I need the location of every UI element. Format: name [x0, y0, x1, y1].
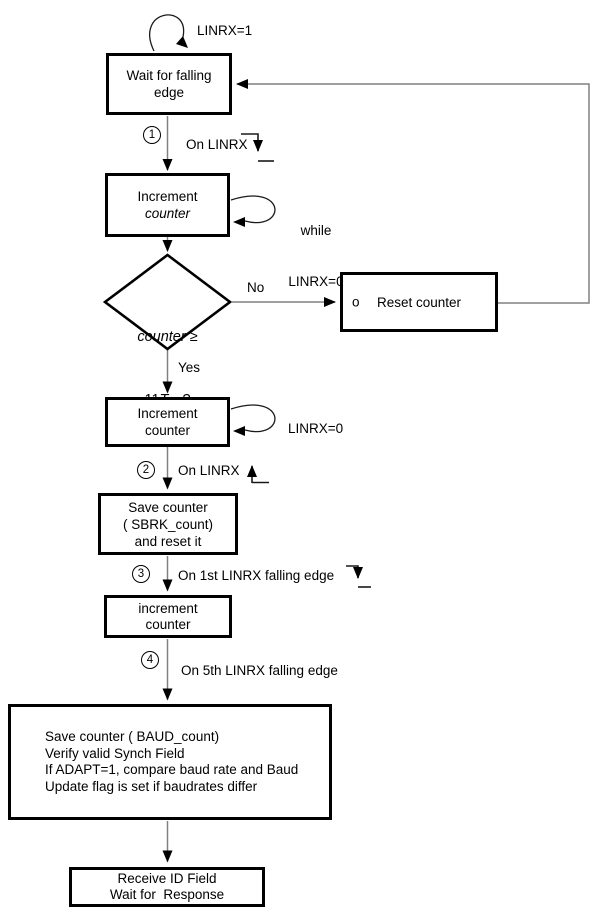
reset-bullet: o: [352, 294, 360, 310]
node-text-line: increment: [138, 600, 198, 616]
node-text-line: and reset it: [134, 533, 202, 549]
label-no: No: [247, 280, 265, 295]
node-text-line: counter: [145, 616, 191, 632]
node-increment-counter-3: increment counter: [104, 595, 232, 638]
node-wait-for-falling-edge: Wait for falling edge: [106, 53, 232, 115]
label-on-5th-falling-edge: On 5th LINRX falling edge: [181, 663, 338, 678]
node-reset-counter: o Reset counter: [340, 272, 498, 332]
node-text-line: ( SBRK_count): [122, 516, 214, 532]
node-text-line: Wait for Response: [109, 887, 225, 902]
falling-edge-icon: [346, 565, 371, 588]
node-text-line: Increment: [137, 406, 198, 421]
node-text-line: Reset counter: [376, 294, 462, 310]
node-text-line: Increment: [137, 189, 198, 204]
step-badge-2: 2: [137, 461, 155, 479]
self-loop-inc1: [230, 195, 276, 224]
node-receive-id-field: Receive ID Field Wait for Response: [69, 867, 265, 907]
label-on-linrx-rising: On LINRX: [178, 463, 240, 478]
label-linrx-1: LINRX=1: [197, 23, 253, 38]
decision-diamond-shape: [102, 253, 233, 351]
falling-edge-icon: [241, 133, 274, 162]
self-loop-inc2: [230, 404, 276, 433]
node-text-line: Save counter: [128, 499, 208, 515]
self-loop-wait-arrowhead: [176, 36, 188, 48]
rising-edge-icon: [247, 465, 269, 484]
self-loop-inc1-arrowhead: [233, 217, 245, 227]
node-text-line: counter: [144, 423, 191, 438]
node-text-line: If ADAPT=1, compare baud rate and Baud: [45, 762, 299, 777]
label-yes: Yes: [178, 360, 201, 375]
node-increment-counter-2: Increment counter: [105, 397, 230, 447]
node-increment-counter-1: Increment counter: [105, 173, 230, 237]
node-text-line: Update flag is set if baudrates differ: [45, 778, 258, 794]
label-linrx-0: LINRX=0: [288, 421, 344, 436]
node-text-line: Receive ID Field: [117, 870, 217, 886]
node-text-line: Wait for falling: [126, 68, 212, 83]
self-loop-inc2-arrowhead: [233, 426, 245, 436]
step-badge-1: 1: [143, 126, 161, 144]
label-on-linrx-falling: On LINRX: [186, 137, 248, 152]
self-loop-wait: [149, 14, 185, 52]
node-save-counter-sbrk: Save counter ( SBRK_count) and reset it: [98, 493, 238, 555]
node-text-line: counter: [144, 206, 191, 221]
label-while-linrx-0: while LINRX=0: [288, 223, 344, 289]
node-text-line: Verify valid Synch Field: [45, 745, 185, 761]
step-badge-3: 3: [132, 565, 150, 583]
node-text-line: Save counter ( BAUD_count): [45, 729, 220, 744]
decision-text-line1: counter ≥: [137, 329, 198, 345]
node-save-counter-baud: Save counter ( BAUD_count) Verify valid …: [8, 704, 332, 820]
node-text-line: edge: [153, 85, 185, 100]
step-badge-4: 4: [141, 651, 159, 669]
connector-reset-feedback-to-wait: [236, 79, 590, 304]
label-on-1st-falling-edge: On 1st LINRX falling edge: [178, 568, 335, 583]
